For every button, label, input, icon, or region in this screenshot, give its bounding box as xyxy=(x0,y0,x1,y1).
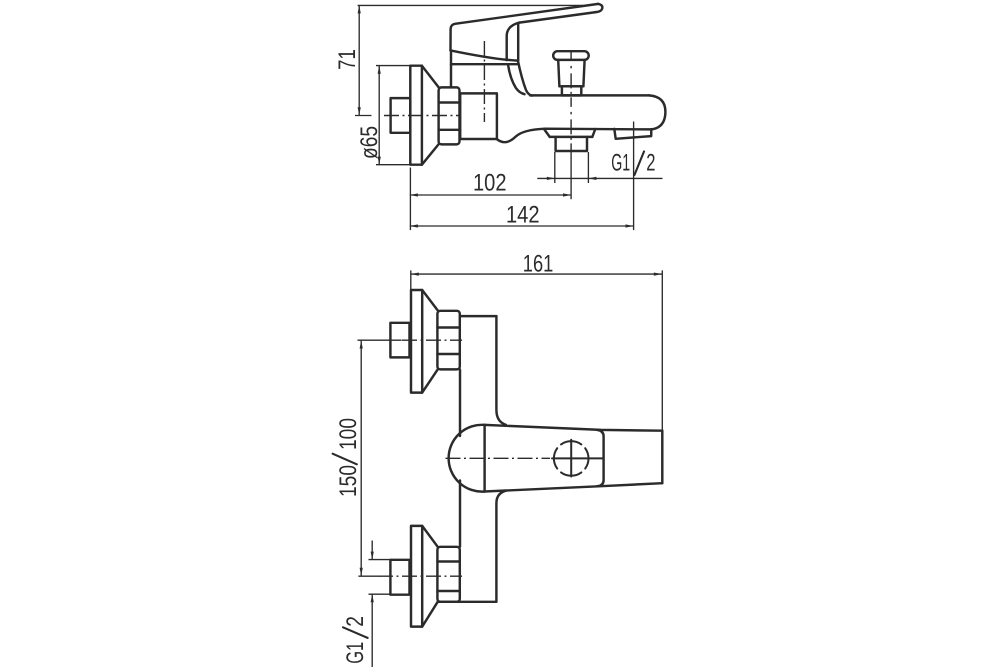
svg-text:G1: G1 xyxy=(611,149,630,176)
svg-text:2: 2 xyxy=(646,149,655,176)
svg-text:161: 161 xyxy=(523,250,554,277)
svg-text:71: 71 xyxy=(334,49,361,70)
svg-text:100: 100 xyxy=(335,418,362,450)
svg-text:150: 150 xyxy=(335,465,362,497)
svg-text:2: 2 xyxy=(342,616,369,627)
svg-text:G1: G1 xyxy=(342,642,369,664)
svg-text:142: 142 xyxy=(506,202,540,229)
svg-text:102: 102 xyxy=(473,169,507,196)
svg-text:ø65: ø65 xyxy=(356,126,383,159)
